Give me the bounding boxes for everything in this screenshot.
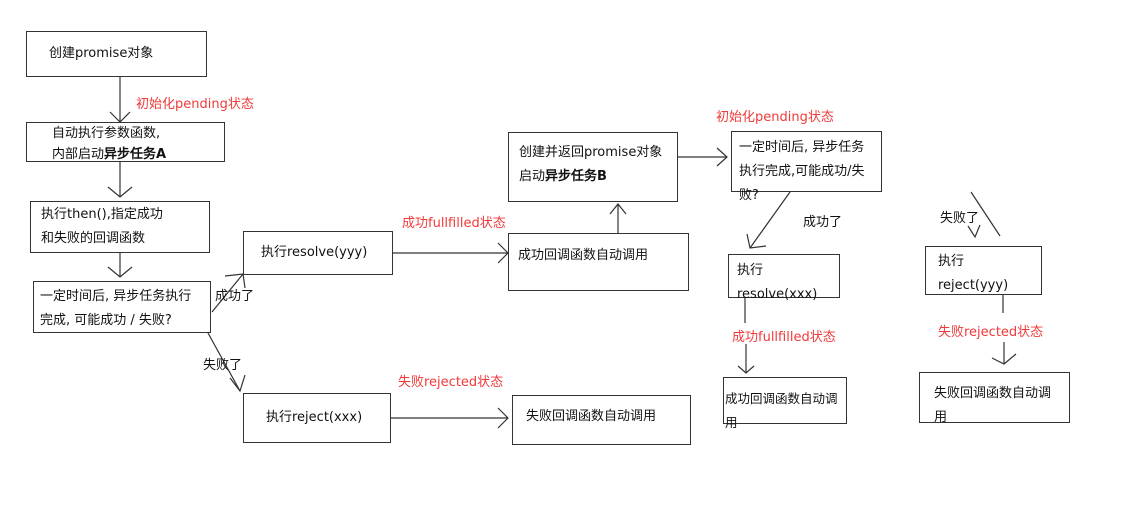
box-text: 创建并返回promise对象	[519, 145, 663, 160]
box-text: 启动	[519, 169, 546, 184]
fail-label: 失败了	[203, 358, 243, 373]
box-text: 执行reject(yyy)	[938, 254, 1009, 293]
then-box: 执行then(),指定成功 和失败的回调函数	[30, 201, 210, 253]
fail-label-b: 失败了	[940, 211, 980, 226]
box-text: 执行then(),指定成功	[41, 207, 163, 222]
fulfilled-state-label-b: 成功fullfilled状态	[732, 330, 836, 345]
box-text: 执行完成,可能成功/失败?	[739, 164, 865, 203]
arrow-exec-to-then	[107, 162, 133, 198]
box-text: 执行resolve(xxx)	[737, 263, 818, 302]
arrow-resolve-to-success-right	[737, 298, 755, 374]
async-task-a: 异步任务A	[104, 147, 167, 162]
box-text: 一定时间后, 异步任务执行	[40, 289, 192, 304]
box-text: 执行reject(xxx)	[266, 410, 363, 425]
box-text: 创建promise对象	[49, 46, 154, 61]
arrow-create-b-to-wait-b	[678, 147, 728, 167]
rejected-state-label: 失败rejected状态	[398, 375, 504, 390]
arrow-resolve-to-success	[393, 242, 509, 264]
box-text: 和失败的回调函数	[41, 231, 146, 246]
reject-yyy-box: 执行reject(yyy)	[925, 246, 1042, 295]
arrow-reject-to-fail	[391, 407, 509, 429]
arrow-create-to-exec	[109, 77, 131, 123]
create-return-promise-box: 创建并返回promise对象 启动异步任务B	[508, 132, 678, 202]
pending-state-label: 初始化pending状态	[136, 97, 254, 112]
arrow-wait-to-reject	[207, 332, 246, 393]
box-text: 内部启动	[52, 147, 105, 162]
resolve-yyy-box: 执行resolve(yyy)	[243, 231, 393, 275]
arrow-reject-to-fail-right	[991, 295, 1017, 365]
success-label: 成功了	[215, 289, 255, 304]
arrow-wait-b-to-resolve	[746, 191, 791, 249]
box-text: 完成, 可能成功 / 失败?	[40, 313, 172, 328]
box-text: 执行resolve(yyy)	[261, 245, 368, 260]
pending-state-label-b: 初始化pending状态	[716, 110, 834, 125]
resolve-xxx-box: 执行resolve(xxx)	[728, 254, 840, 302]
box-text: 成功回调函数自动调用	[518, 248, 649, 263]
box-text: 失败回调函数自动调用	[526, 409, 657, 424]
box-text: 一定时间后, 异步任务	[739, 140, 865, 155]
auto-exec-box: 自动执行参数函数, 内部启动异步任务A	[26, 122, 225, 162]
reject-xxx-box: 执行reject(xxx)	[243, 393, 391, 443]
fail-callback-mid-box: 失败回调函数自动调用	[512, 395, 691, 445]
success-callback-right-box: 成功回调函数自动调用	[723, 377, 847, 430]
arrow-success-to-create-b	[609, 203, 627, 233]
async-task-b: 异步任务B	[545, 169, 607, 184]
success-callback-mid-box: 成功回调函数自动调用	[508, 233, 689, 291]
box-text: 成功回调函数自动调用	[725, 391, 838, 430]
fulfilled-state-label: 成功fullfilled状态	[402, 216, 506, 231]
fail-callback-right-box: 失败回调函数自动调用	[919, 372, 1070, 425]
rejected-state-label-b: 失败rejected状态	[938, 325, 1044, 340]
create-promise-box: 创建promise对象	[26, 31, 207, 77]
box-text: 失败回调函数自动调用	[934, 386, 1052, 425]
wait-async-a-box: 一定时间后, 异步任务执行 完成, 可能成功 / 失败?	[33, 281, 211, 333]
wait-async-b-box: 一定时间后, 异步任务 执行完成,可能成功/失败?	[731, 131, 882, 203]
arrow-then-to-wait	[107, 253, 133, 278]
success-label-b: 成功了	[803, 215, 843, 230]
arrow-wait-b-to-reject	[967, 191, 1001, 239]
box-text: 自动执行参数函数,	[52, 126, 161, 141]
